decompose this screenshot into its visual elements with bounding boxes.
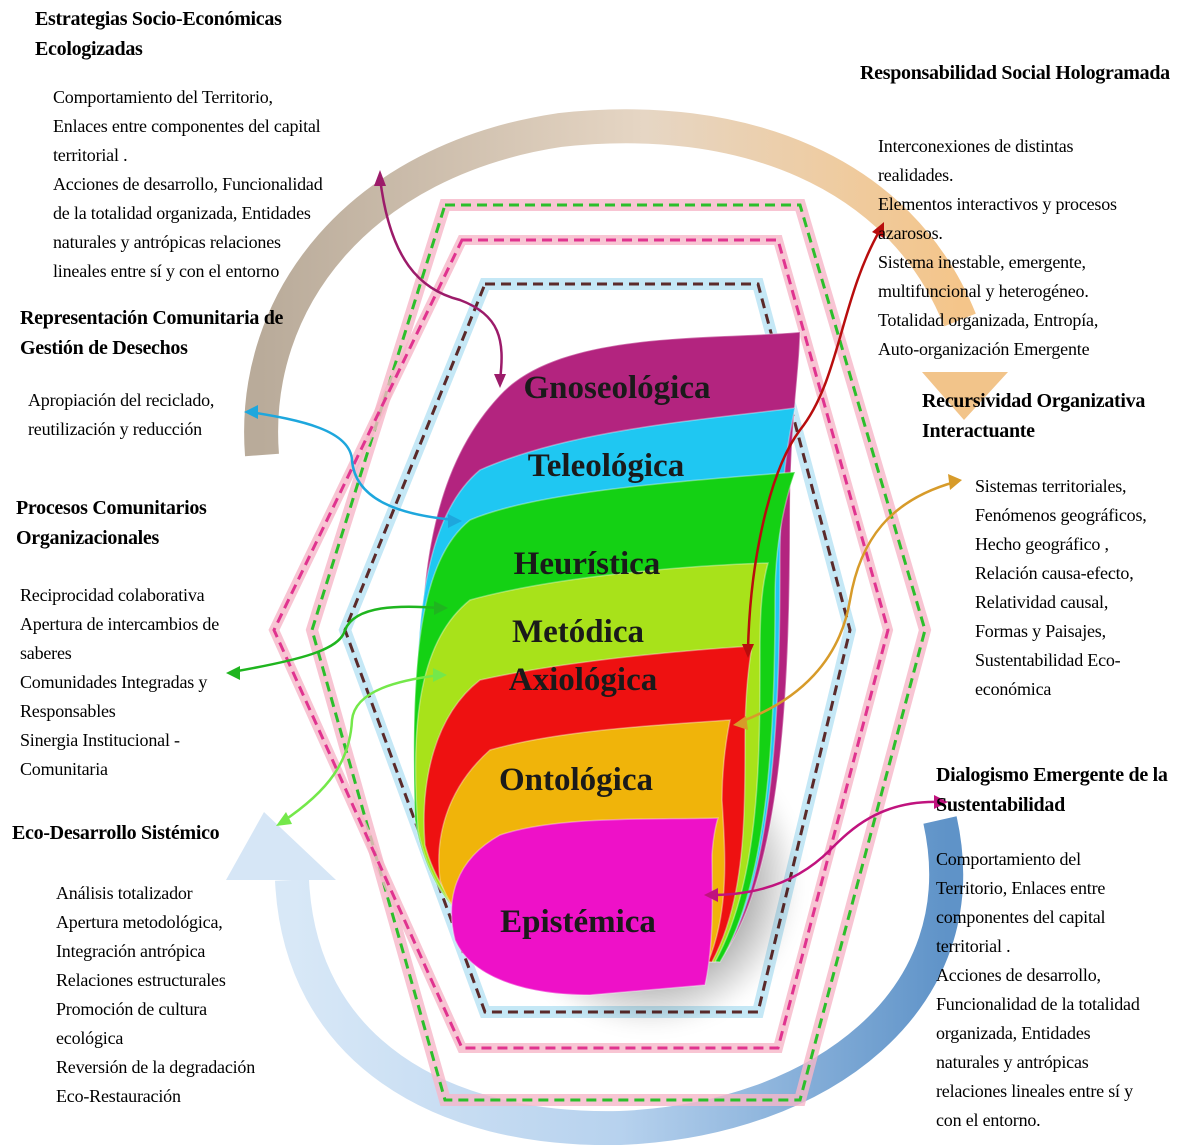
list-item: Acciones de desarrollo, [936,965,1101,985]
heading-recursividad: Recursividad Organizativa Interactuante [922,390,1146,442]
list-item: saberes [20,643,72,663]
layer-label-metodica: Metódica [512,614,644,650]
list-item: Fenómenos geográficos, [975,505,1147,525]
list-item: Territorio, Enlaces entre [936,878,1106,898]
list-recursividad: Sistemas territoriales, Fenómenos geográ… [975,472,1147,704]
list-item: organizada, Entidades [936,1023,1091,1043]
list-item: con el entorno. [936,1110,1041,1130]
list-item: Comunitaria [20,759,108,779]
heading-representacion: Representación Comunitaria de Gestión de… [20,307,284,359]
list-item: Sinergia Institucional - [20,730,180,750]
list-item: Apropiación del reciclado, [28,390,215,410]
layer-label-axiologica: Axiológica [509,662,657,698]
list-item: Relación causa-efecto, [975,563,1134,583]
heading-estrategias: Estrategias Socio-Económicas Ecologizada… [35,8,282,60]
list-item: Relatividad causal, [975,592,1109,612]
layer-label-teleologica: Teleológica [528,448,684,484]
list-item: Comportamiento del [936,849,1081,869]
heading-responsabilidad: Responsabilidad Social Hologramada [860,62,1170,84]
layer-label-ontologica: Ontológica [499,762,653,798]
list-responsabilidad: Interconexiones de distintas realidades.… [878,132,1117,364]
list-item: Funcionalidad de la totalidad [936,994,1140,1014]
list-item: Integración antrópica [56,941,206,961]
list-ecodesarrollo: Análisis totalizador Apertura metodológi… [56,879,255,1111]
list-item: ecológica [56,1028,124,1048]
list-item: Comportamiento del Territorio, [53,87,273,107]
list-item: azarosos. [878,223,943,243]
petal-stack [413,331,801,996]
heading-dialogismo: Dialogismo Emergente de la Sustentabilid… [936,764,1168,816]
list-item: Reversión de la degradación [56,1057,256,1077]
heading-ecodesarrollo: Eco-Desarrollo Sistémico [12,822,220,844]
connector-estrategias [378,177,503,381]
list-item: componentes del capital [936,907,1106,927]
list-item: de la totalidad organizada, Entidades [53,203,311,223]
list-item: Comunidades Integradas y [20,672,208,692]
layer-label-epistemica: Epistémica [500,904,656,940]
list-item: Formas y Paisajes, [975,621,1106,641]
list-item: económica [975,679,1052,699]
connector-representacion [249,410,456,522]
list-item: realidades. [878,165,954,185]
list-item: Acciones de desarrollo, Funcionalidad [53,174,323,194]
list-item: relaciones lineales entre sí y [936,1081,1133,1101]
list-item: Análisis totalizador [56,883,193,903]
list-item: territorial . [936,936,1011,956]
list-dialogismo: Comportamiento del Territorio, Enlaces e… [936,845,1140,1135]
list-item: Sistema inestable, emergente, [878,252,1086,272]
list-estrategias: Comportamiento del Territorio, Enlaces e… [53,83,323,286]
list-item: territorial . [53,145,128,165]
list-item: Reciprocidad colaborativa [20,585,205,605]
arc-top-arrowhead [922,372,1008,420]
layer-label-gnoseologica: Gnoseológica [524,370,711,406]
arc-bottom [275,816,964,1145]
list-item: multifuncional y heterogéneo. [878,281,1089,301]
list-item: Relaciones estructurales [56,970,226,990]
list-item: Elementos interactivos y procesos [878,194,1117,214]
list-item: Enlaces entre componentes del capital [53,116,321,136]
list-item: Eco-Restauración [56,1086,181,1106]
list-item: Promoción de cultura [56,999,207,1019]
layer-label-heuristica: Heurística [514,546,661,582]
list-item: Responsables [20,701,116,721]
connector-responsabilidad [746,229,882,651]
list-item: Sistemas territoriales, [975,476,1127,496]
list-procesos: Reciprocidad colaborativa Apertura de in… [20,581,219,784]
cycle-arcs [226,109,1008,1145]
connector-procesos [231,605,441,674]
list-item: Interconexiones de distintas [878,136,1074,156]
connector-arrows [226,170,962,902]
list-item: Totalidad organizada, Entropía, [878,310,1099,330]
list-item: Hecho geográfico , [975,534,1109,554]
list-item: Auto-organización Emergente [878,339,1090,359]
connector-ecodesarrollo [281,673,441,824]
layer-labels: Gnoseológica Teleológica Heurística Metó… [499,370,711,940]
connector-recursividad [739,480,956,724]
arc-bottom-arrowhead [226,812,336,880]
hexagon-frames [268,199,932,1106]
list-item: Sustentabilidad Eco- [975,650,1121,670]
heading-procesos: Procesos Comunitarios Organizacionales [16,497,207,549]
arc-top [244,109,976,457]
petal-epistemica [450,817,720,996]
connector-dialogismo [711,800,941,897]
list-representacion: Apropiación del reciclado, reutilización… [28,386,214,444]
list-item: naturales y antrópicas [936,1052,1089,1072]
list-item: Apertura de intercambios de [20,614,220,634]
list-item: lineales entre sí y con el entorno [53,261,280,281]
list-item: Apertura metodológica, [56,912,223,932]
list-item: reutilización y reducción [28,419,202,439]
list-item: naturales y antrópicas relaciones [53,232,281,252]
